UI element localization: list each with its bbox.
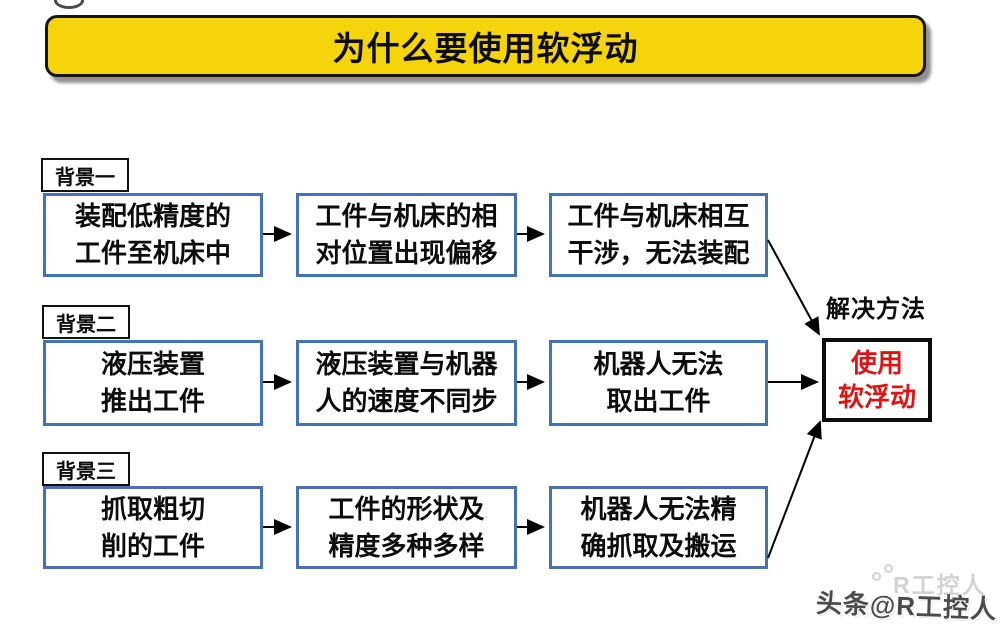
flow-box-r3c3: 机器人无法精 确抓取及搬运 (549, 486, 768, 569)
flow-box-line: 人的速度不同步 (315, 386, 498, 416)
flow-box-line: 工件与机床相互 (567, 201, 750, 231)
watermark-ghost: R工控人 (893, 572, 987, 598)
title-banner: 为什么要使用软浮动 (45, 15, 926, 77)
flow-box-r3c2: 工件的形状及 精度多种多样 (296, 486, 517, 569)
page-title: 为什么要使用软浮动 (332, 30, 639, 67)
arrow-r1-to-solution (767, 239, 820, 336)
flow-box-line: 推出工件 (100, 386, 205, 416)
flow-box-line: 机器人无法精 (580, 493, 737, 524)
flow-box-r1c3: 工件与机床相互 干涉，无法装配 (549, 193, 768, 277)
flow-box-line: 抓取粗切 (100, 493, 205, 524)
flow-box-line: 液压装置与机器 (315, 349, 498, 379)
solution-line: 软浮动 (837, 382, 916, 412)
flow-box-line: 液压装置 (100, 349, 205, 379)
tag-background-2: 背景二 (42, 305, 130, 339)
flow-box-line: 工件与机床的相 (315, 201, 498, 231)
flow-box-r2c3: 机器人无法 取出工件 (549, 340, 768, 426)
solution-method-label: 解决方法 (826, 296, 926, 323)
flow-box-line: 确抓取及搬运 (580, 530, 737, 561)
flow-box-r1c1: 装配低精度的 工件至机床中 (43, 193, 263, 277)
flow-box-r2c2: 液压装置与机器 人的速度不同步 (296, 340, 517, 426)
flow-box-r2c1: 液压装置 推出工件 (43, 340, 263, 426)
flow-box-r1c2: 工件与机床的相 对位置出现偏移 (296, 193, 517, 277)
flow-box-line: 装配低精度的 (74, 201, 231, 231)
flow-box-r3c1: 抓取粗切 削的工件 (43, 486, 263, 569)
cropped-circle-icon (54, 0, 84, 9)
flow-box-line: 机器人无法 (593, 349, 724, 379)
flow-box-line: 工件的形状及 (328, 493, 485, 524)
flow-box-line: 削的工件 (100, 530, 205, 561)
watermark-dot-icon (872, 572, 881, 581)
arrow-r3-to-solution (767, 420, 822, 559)
flow-box-line: 干涉，无法装配 (567, 238, 750, 268)
solution-box: 使用 软浮动 (822, 338, 932, 422)
tag-background-1: 背景一 (41, 158, 129, 192)
watermark-dot-icon (884, 564, 893, 573)
solution-line: 使用 (850, 348, 903, 378)
flow-box-line: 精度多种多样 (328, 530, 485, 561)
flow-box-line: 取出工件 (606, 386, 711, 416)
tag-background-3: 背景三 (42, 452, 130, 486)
watermark-text: 头条@R工控人 (815, 587, 998, 625)
flow-box-line: 对位置出现偏移 (315, 238, 498, 268)
flow-box-line: 工件至机床中 (74, 238, 231, 268)
